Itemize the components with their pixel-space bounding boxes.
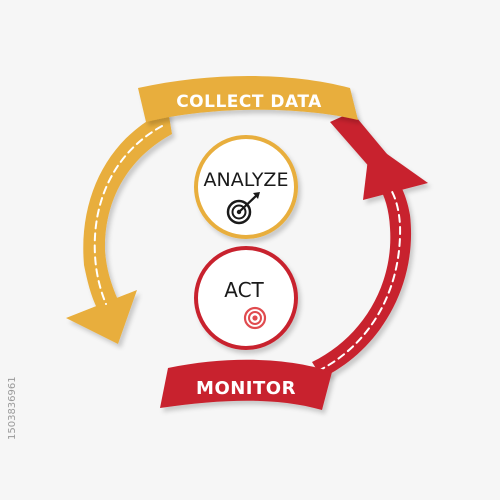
yellow-dash-line — [93, 125, 163, 305]
collect-data-label: COLLECT DATA — [176, 92, 322, 112]
collect-data-ribbon: COLLECT DATA — [138, 76, 358, 122]
yellow-arrowhead — [66, 290, 137, 344]
act-circle — [194, 246, 298, 350]
red-upper-band — [330, 112, 392, 170]
act-label: ACT — [224, 278, 264, 302]
yellow-arc-band — [83, 110, 172, 308]
collect-ribbon-shape — [138, 76, 358, 122]
analyze-step: ANALYZE — [194, 135, 298, 239]
red-arc-band — [312, 178, 412, 378]
bullseye-icon — [243, 306, 267, 330]
target-with-arrow-icon — [226, 192, 260, 225]
yellow-cycle-arrow — [66, 110, 172, 344]
monitor-label: MONITOR — [196, 378, 296, 399]
act-step: ACT — [194, 246, 298, 350]
monitor-ribbon: MONITOR — [160, 359, 332, 410]
red-dash-line — [317, 187, 402, 372]
red-cycle-arrow — [312, 112, 428, 378]
monitor-ribbon-shape — [160, 359, 332, 410]
stock-id-text: 1503836961 — [7, 376, 18, 440]
analyze-label: ANALYZE — [204, 169, 289, 191]
analyze-circle — [194, 135, 298, 239]
